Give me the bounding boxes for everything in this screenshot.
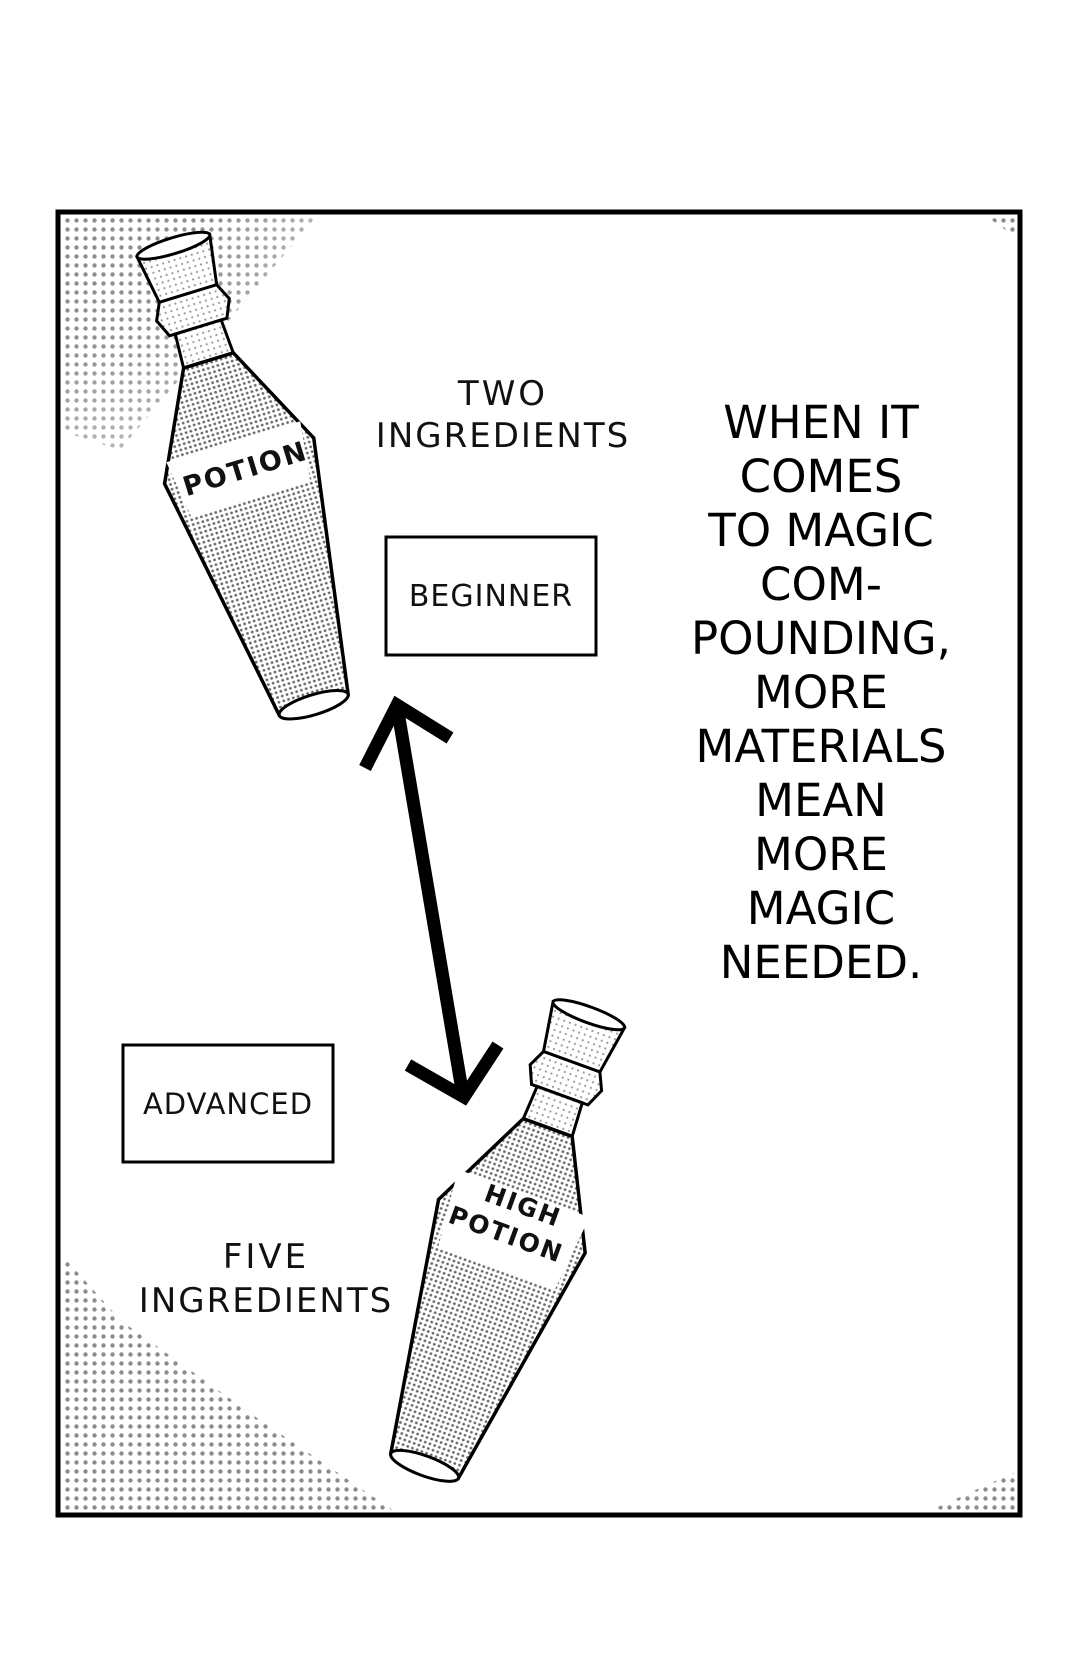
narration-line-5: POUNDING, (691, 612, 951, 665)
screentone-bottom-left (58, 1250, 400, 1515)
narration-line-9: MORE (754, 828, 888, 881)
narration-line-2: COMES (740, 450, 903, 503)
screentone-top-right (980, 212, 1020, 240)
narration-line-8: MEAN (755, 774, 887, 827)
narration-line-10: MAGIC (747, 882, 895, 935)
panel-border (55, 209, 1023, 1518)
high-potion-bottle-icon (388, 998, 627, 1483)
narration-line-11: NEEDED. (720, 936, 923, 989)
two-ingredients-line2: INGREDIENTS (376, 416, 630, 456)
advanced-label: ADVANCED (143, 1087, 313, 1121)
potion-bottle-icon (134, 230, 351, 721)
five-ingredients-line1: FIVE (223, 1237, 309, 1277)
screentone-bottom-right (920, 1470, 1020, 1515)
advanced-box (121, 1043, 335, 1164)
beginner-label: BEGINNER (409, 579, 573, 614)
narration-line-6: MORE (754, 666, 888, 719)
narration-text: WHEN IT COMES TO MAGIC COM- POUNDING, MO… (691, 396, 951, 989)
five-ingredients-line2: INGREDIENTS (139, 1281, 393, 1321)
narration-line-7: MATERIALS (696, 720, 947, 773)
double-headed-arrow-icon (359, 695, 504, 1106)
beginner-box (384, 535, 598, 657)
narration-line-3: TO MAGIC (707, 504, 934, 557)
narration-line-4: COM- (760, 558, 882, 611)
two-ingredients-line1: TWO (457, 374, 548, 414)
narration-line-1: WHEN IT (723, 396, 919, 449)
